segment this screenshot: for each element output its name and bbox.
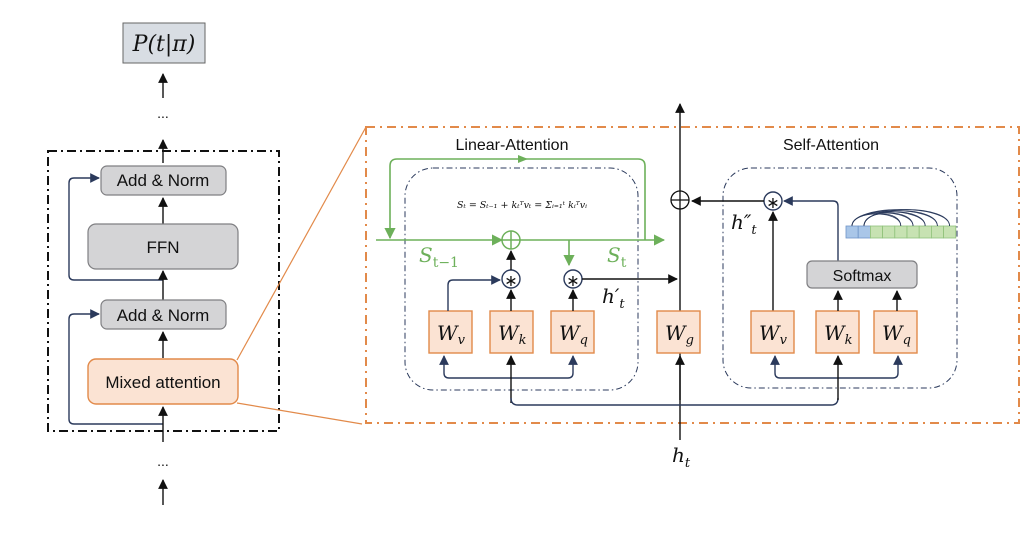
token-cell [918,225,932,239]
add-norm-top-box [100,165,227,196]
ellipsis-bottom: ... [157,453,169,469]
input-to-wq-arrow [511,355,578,379]
token-cell [882,225,896,239]
token-cell [906,225,920,239]
add-norm-top-label: Add & Norm [117,171,210,190]
svg-text:∗: ∗ [504,273,517,290]
softmax-box [806,260,918,289]
svg-text:∗: ∗ [566,273,579,290]
svg-text:∗: ∗ [766,195,779,212]
add-norm-bottom-box [100,299,227,330]
linear-wv-box [428,310,473,354]
shared-input-bus [510,397,839,406]
self-wv-box [750,310,795,354]
linear-attention-title: Linear-Attention [456,137,569,154]
mixed-attention-detail-outline [365,126,1020,424]
softmax-label: Softmax [833,268,892,285]
self-wq-label: Wq [882,321,911,348]
state-prev-label: St−1 [419,243,459,271]
token-cell [931,225,945,239]
attention-arc [863,213,902,227]
mixed-attention-box[interactable] [87,358,239,405]
ffn-label: FFN [146,238,179,257]
ffn-box [87,223,239,270]
input-to-wv-arrow [439,355,511,379]
attention-arc [863,209,950,227]
linear-wk-label: Wk [498,321,527,348]
gate-wg-box [656,310,701,354]
output-sum-node [670,190,690,210]
state-sum-node [501,230,521,250]
token-cell [943,225,957,239]
self-wq-box [873,310,918,354]
softmax-to-multiply-arrow [783,196,839,261]
input-h-label: ht [672,443,691,471]
self-multiply-node: ∗ [763,191,783,212]
attention-token-illustration [845,209,957,239]
feedback-arrowhead [518,155,528,163]
token-cell [894,225,908,239]
self-attention-module: Self-Attention ∗ h″t Softmax Wv Wk Wq [691,137,958,400]
transformer-block-outline [47,150,280,432]
wv-to-multiply-arrow [447,275,501,311]
linear-attention-outline [404,167,639,391]
self-wk-label: Wk [824,321,853,348]
self-output-label: h″t [731,210,757,238]
linear-wq-box [550,310,595,354]
linear-wv-label: Wv [437,321,466,348]
state-next-label: St [607,243,627,271]
state-feedback-loop [384,158,646,240]
output-probability-box [122,22,206,64]
residual-attention-connector [68,309,163,425]
add-norm-bottom-label: Add & Norm [117,306,210,325]
token-cell [870,225,884,239]
ellipsis-top: ... [157,105,169,121]
mixed-attention-label: Mixed attention [105,373,220,392]
attention-arc [851,212,914,227]
linear-wq-label: Wq [559,321,588,348]
token-cell [857,225,871,239]
self-input-to-wv-arrow [770,355,838,379]
linear-wk-box [489,310,534,354]
linear-output-label: h′t [602,284,625,312]
zoom-connector-bottom [236,402,363,425]
token-cell [845,225,859,239]
attention-arc [851,211,926,227]
output-probability-label: P(t|π) [132,32,196,57]
left-transformer-stack: P(t|π) ... Add & Norm FFN Add & Norm Mix… [47,22,280,505]
linear-attention-module: Linear-Attention Sₜ = Sₜ₋₁ + kₜᵀvₜ = Σᵢ₌… [376,137,678,403]
query-multiply-node: ∗ [563,269,583,290]
kv-multiply-node: ∗ [501,269,521,290]
self-attention-title: Self-Attention [783,137,879,154]
residual-ffn-connector [68,173,163,281]
state-update-formula: Sₜ = Sₜ₋₁ + kₜᵀvₜ = Σᵢ₌₁ᵗ kᵢᵀvᵢ [457,200,587,211]
zoom-connector-top [236,126,367,361]
self-wv-label: Wv [759,321,788,348]
self-attention-outline [722,167,958,389]
gate-wg-label: Wg [665,321,694,348]
self-input-to-wq-arrow [838,355,903,379]
